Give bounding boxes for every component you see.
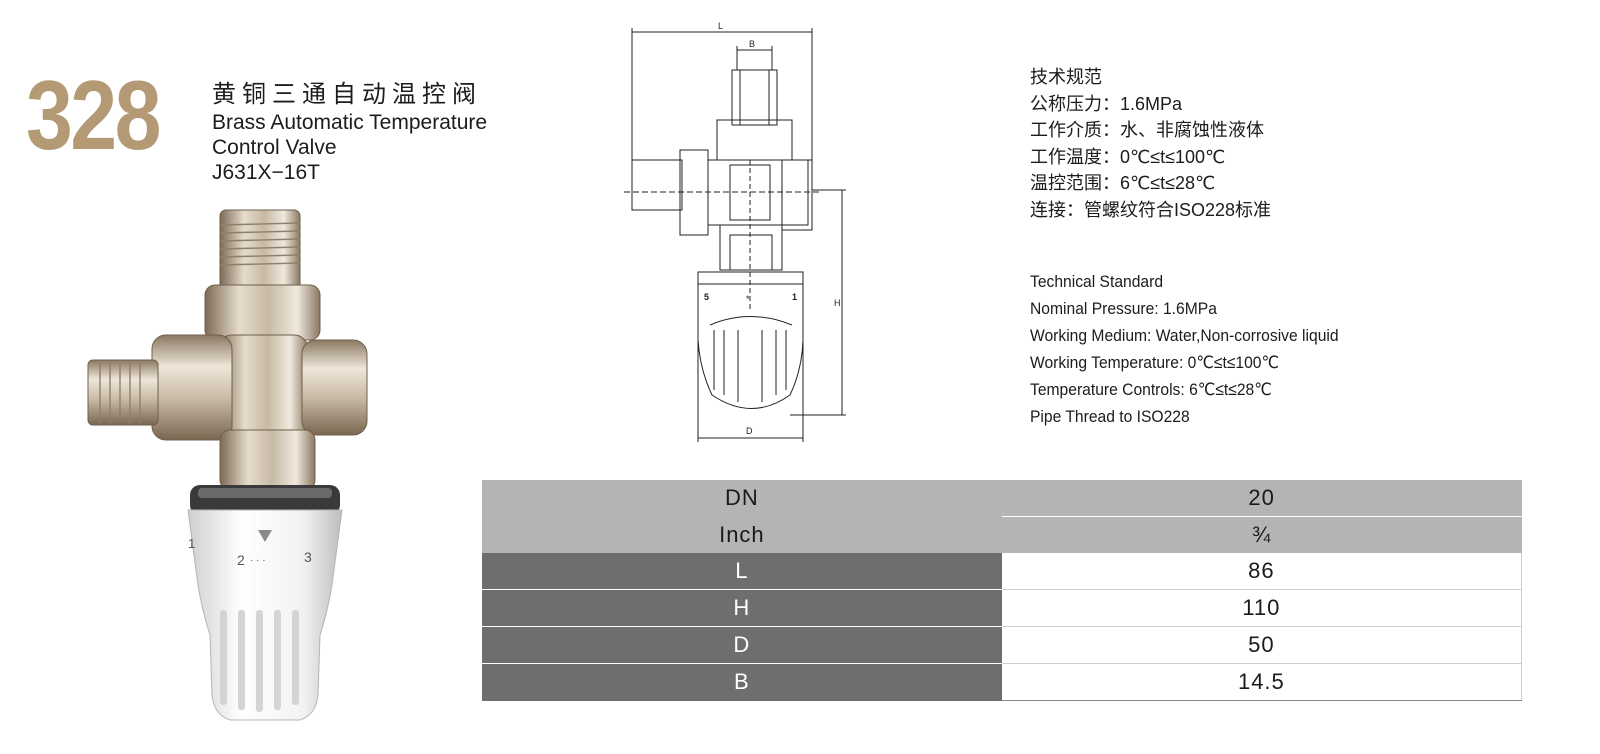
table-key-dn: DN (482, 480, 1002, 517)
product-title-block: 黄铜三通自动温控阀 Brass Automatic Temperature Co… (212, 80, 487, 185)
spec-cn-control-range: 温控范围：6℃≤t≤28℃ (1030, 173, 1216, 193)
knob-scale-1: 1 (188, 536, 195, 551)
table-value-h: 110 (1001, 589, 1522, 627)
table-row: B 14.5 (482, 663, 1522, 701)
spec-en-temperature: Working Temperature: 0℃≤t≤100℃ (1030, 353, 1280, 372)
table-row: Inch ¾ (482, 516, 1522, 553)
table-value-dn: 20 (1001, 480, 1522, 517)
product-name-cn: 黄铜三通自动温控阀 (212, 81, 482, 108)
product-name-en-line2: Control Valve (212, 136, 337, 159)
table-value-b: 14.5 (1001, 663, 1522, 701)
spec-cn-heading: 技术规范 (1030, 67, 1102, 87)
table-key-d: D (482, 626, 1002, 664)
product-name-en-line1: Brass Automatic Temperature (212, 111, 488, 134)
table-key-l: L (482, 553, 1002, 590)
product-photo: 1 2 · · · 3 (87, 209, 368, 721)
drawing-scale-low: 5 (704, 292, 709, 302)
spec-cn-connection: 连接：管螺纹符合ISO228标准 (1030, 199, 1272, 220)
table-row: D 50 (482, 626, 1522, 664)
spec-cn-temperature: 工作温度：0℃≤t≤100℃ (1030, 146, 1226, 167)
table-value-l: 86 (1001, 553, 1522, 590)
spec-cn-pressure: 公称压力：1.6MPa (1030, 93, 1183, 114)
knob-scale-2: 2 (237, 552, 245, 568)
spec-cn-medium: 工作介质：水、非腐蚀性液体 (1030, 120, 1264, 140)
spec-list-en: Technical Standard Nominal Pressure: 1.6… (1030, 268, 1339, 430)
drawing-dim-D: D (746, 426, 753, 436)
table-row: L 86 (482, 553, 1522, 590)
spec-list-cn: 技术规范 公称压力：1.6MPa 工作介质：水、非腐蚀性液体 工作温度：0℃≤t… (1030, 64, 1271, 223)
spec-en-thread: Pipe Thread to ISO228 (1030, 407, 1190, 426)
spec-en-pressure: Nominal Pressure: 1.6MPa (1030, 299, 1217, 318)
dimension-table: DN 20 Inch ¾ L 86 H 110 D 50 B 14.5 (482, 480, 1522, 701)
spec-en-medium: Working Medium: Water,Non-corrosive liqu… (1030, 326, 1339, 345)
knob-scale-3: 3 (304, 549, 312, 565)
drawing-dim-H: H (834, 298, 841, 308)
drawing-dim-B: B (749, 39, 755, 49)
table-value-inch: ¾ (1001, 516, 1522, 553)
table-value-d: 50 (1001, 626, 1522, 664)
table-key-h: H (482, 589, 1002, 627)
table-key-inch: Inch (482, 516, 1002, 553)
product-model: J631X−16T (212, 161, 320, 184)
drawing-scale-high: 1 (792, 292, 797, 302)
technical-drawing: L B H D 5 * 1 (624, 21, 846, 442)
table-row: DN 20 (482, 480, 1522, 517)
product-number: 328 (26, 60, 161, 170)
drawing-dim-L: L (718, 21, 723, 31)
knob-scale-dots: · · · (250, 555, 266, 566)
table-row: H 110 (482, 589, 1522, 627)
spec-en-heading: Technical Standard (1030, 272, 1164, 291)
spec-en-control-range: Temperature Controls: 6℃≤t≤28℃ (1030, 380, 1272, 399)
table-key-b: B (482, 663, 1002, 701)
drawing-scale-mid: * (746, 294, 750, 304)
